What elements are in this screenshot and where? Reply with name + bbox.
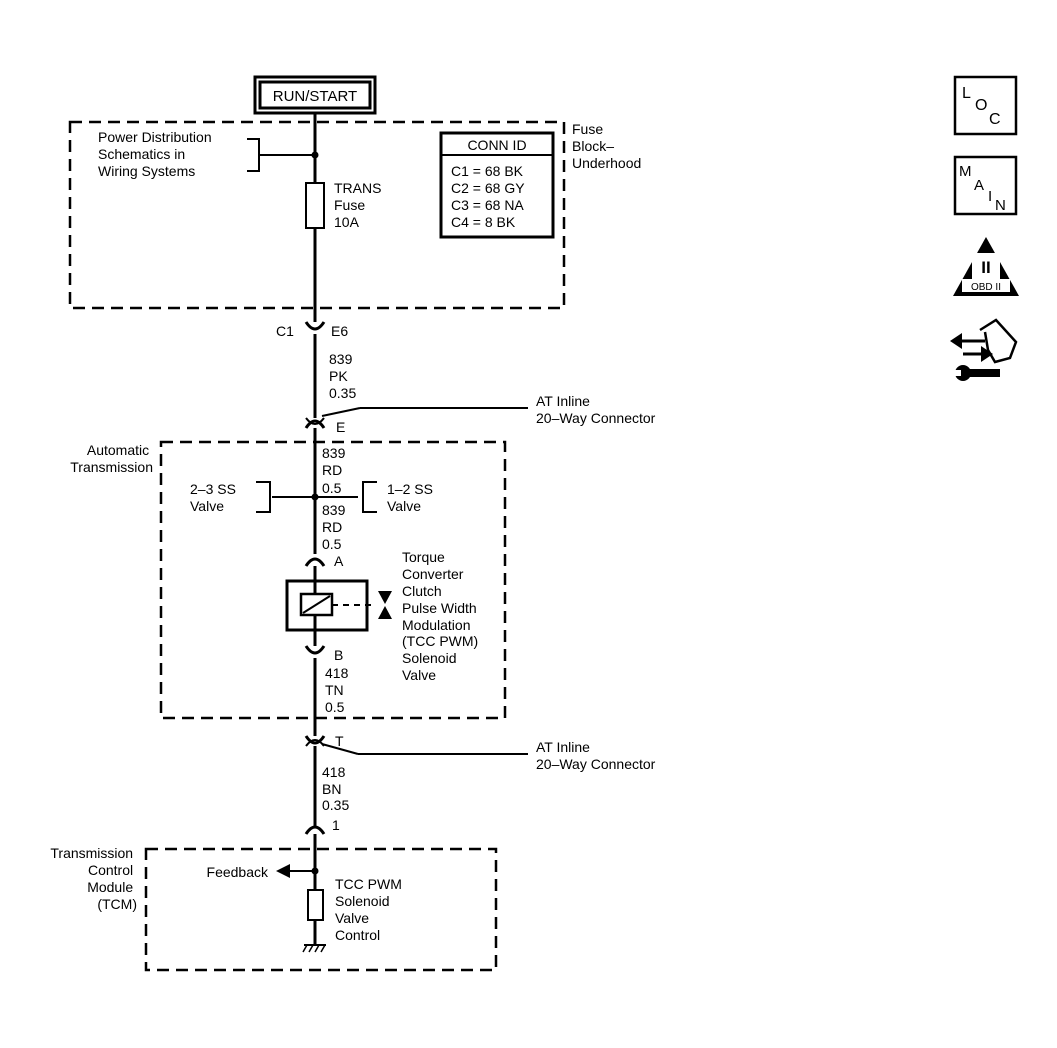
automatic-transmission-label: Automatic Transmission <box>70 442 153 475</box>
connector-c1-e6: C1 E6 <box>276 321 348 339</box>
svg-text:II: II <box>981 258 990 277</box>
svg-text:M: M <box>959 163 972 180</box>
tcm-outline <box>144 847 498 972</box>
tcm-control-label: TCC PWM Solenoid Valve Control <box>335 876 406 943</box>
conn-id-row: C4 = 8 BK <box>451 214 516 230</box>
loc-icon[interactable]: L O C <box>953 75 1018 136</box>
pin-a-label: A <box>334 553 344 569</box>
tcm-pin-1-connector <box>304 825 326 835</box>
pin-b-label: B <box>334 647 343 663</box>
ss-valve-1-2-label: 1–2 SS Valve <box>387 481 437 514</box>
pin-b-connector <box>304 645 326 655</box>
power-distribution-reference: Power Distribution Schematics in Wiring … <box>98 129 319 179</box>
feedback-arrow-icon <box>276 864 290 878</box>
conn-id-row: C1 = 68 BK <box>451 163 524 179</box>
inline-connector-t: T AT Inline 20–Way Connector <box>304 733 656 772</box>
conn-id-row: C3 = 68 NA <box>451 197 524 213</box>
svg-text:C: C <box>989 111 1001 128</box>
svg-text:L: L <box>962 85 971 102</box>
automatic-transmission-outline <box>159 440 507 720</box>
svg-text:I: I <box>988 188 992 205</box>
wire-839-rd-lower-label: 839 RD 0.5 <box>322 502 349 552</box>
tcc-pwm-solenoid <box>285 566 392 646</box>
inline-connector-e: E AT Inline 20–Way Connector <box>304 393 656 435</box>
svg-text:OBD II: OBD II <box>971 282 1001 293</box>
power-source: RUN/START <box>253 75 377 115</box>
inline-connector-e-pin: E <box>336 419 345 435</box>
tcm-pin-1-label: 1 <box>332 817 340 833</box>
main-icon[interactable]: M A I N <box>953 155 1018 216</box>
power-distribution-label: Power Distribution Schematics in Wiring … <box>98 129 216 179</box>
svg-text:A: A <box>974 177 984 194</box>
feedback-label: Feedback <box>207 864 269 880</box>
tcc-pwm-solenoid-label: Torque Converter Clutch Pulse Width Modu… <box>402 549 482 683</box>
connector-e6-pin: E6 <box>331 323 348 339</box>
service-wrench-icon[interactable] <box>950 318 1018 381</box>
inline-connector-1-label: AT Inline 20–Way Connector <box>536 393 656 426</box>
ss-valve-2-3-label: 2–3 SS Valve <box>190 481 240 514</box>
tcm-control-circuit <box>276 834 326 953</box>
fuse-block-outline <box>68 120 566 310</box>
pin-a-connector <box>304 557 326 567</box>
wire-839-rd-upper-label: 839 RD 0.5 <box>322 445 349 496</box>
fuse-block-label: Fuse Block– Underhood <box>572 121 641 171</box>
ss-valve-splice: 2–3 SS Valve 1–2 SS Valve <box>190 481 437 514</box>
power-source-label: RUN/START <box>273 88 357 105</box>
wire-839-pk-label: 839 PK 0.35 <box>329 351 356 401</box>
trans-fuse-label: TRANS Fuse 10A <box>334 180 385 230</box>
connector-c1-label: C1 <box>276 323 294 339</box>
wire-418-bn-label: 418 BN 0.35 <box>322 764 349 813</box>
wire-418-tn-label: 418 TN 0.5 <box>325 665 352 715</box>
tcm-label: Transmission Control Module (TCM) <box>50 845 137 912</box>
inline-connector-2-label: AT Inline 20–Way Connector <box>536 739 656 772</box>
trans-fuse: TRANS Fuse 10A <box>305 180 385 230</box>
obd-ii-icon[interactable]: II OBD II <box>953 237 1019 296</box>
svg-text:O: O <box>975 97 987 114</box>
conn-id-table: CONN ID C1 = 68 BK C2 = 68 GY C3 = 68 NA… <box>439 131 555 239</box>
inline-connector-t-pin: T <box>335 733 344 749</box>
ground-icon <box>302 944 326 953</box>
conn-id-title: CONN ID <box>467 137 526 153</box>
conn-id-row: C2 = 68 GY <box>451 180 525 196</box>
svg-text:N: N <box>995 197 1006 214</box>
